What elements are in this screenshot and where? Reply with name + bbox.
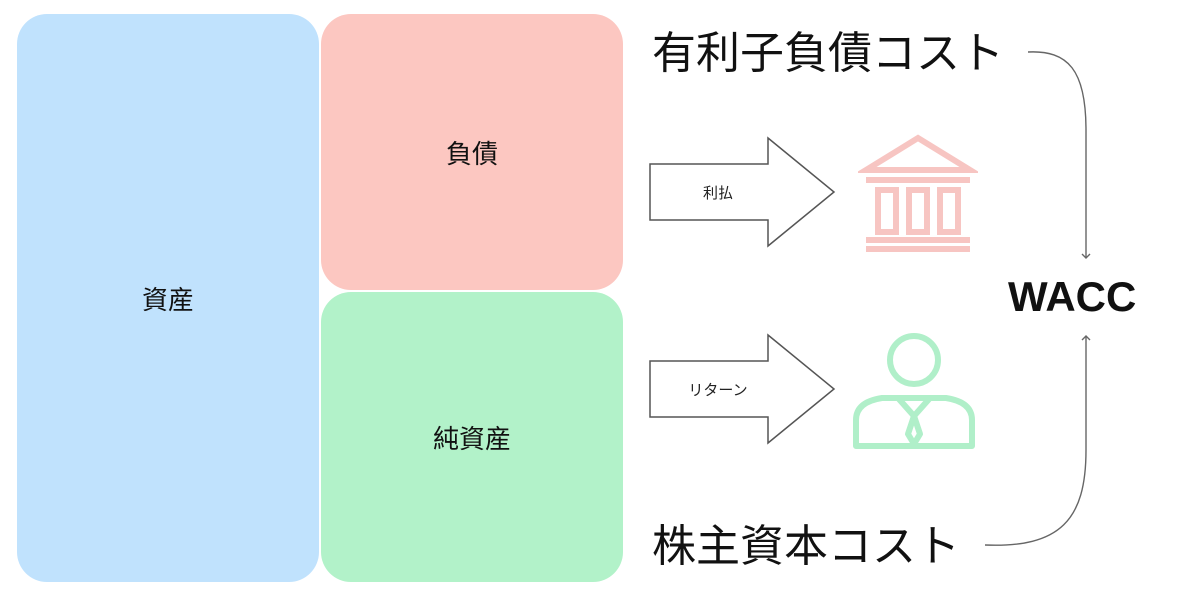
equity-label: 純資産 xyxy=(432,424,511,455)
return-arrow-label: リターン xyxy=(688,380,748,399)
debt-cost-label: 有利子負債コスト xyxy=(652,28,1004,79)
return-arrow: リターン xyxy=(648,333,838,445)
liabilities-label: 負債 xyxy=(445,139,498,170)
return-arrow-shape xyxy=(649,333,836,445)
assets-block: 資産 xyxy=(17,14,319,582)
liabilities-block: 負債 xyxy=(321,14,623,290)
interest-arrow-label: 利払 xyxy=(702,183,733,202)
assets-label: 資産 xyxy=(141,285,194,316)
interest-arrow: 利払 xyxy=(648,136,838,248)
equity-to-wacc-connector xyxy=(984,335,1091,546)
debt-to-wacc-connector xyxy=(1027,51,1091,259)
person-icon xyxy=(852,330,976,450)
equity-cost-label: 株主資本コスト xyxy=(652,521,960,572)
interest-arrow-shape xyxy=(649,136,836,248)
bank-icon xyxy=(855,132,981,254)
wacc-label: WACC xyxy=(1008,273,1137,320)
equity-block: 純資産 xyxy=(321,292,623,582)
